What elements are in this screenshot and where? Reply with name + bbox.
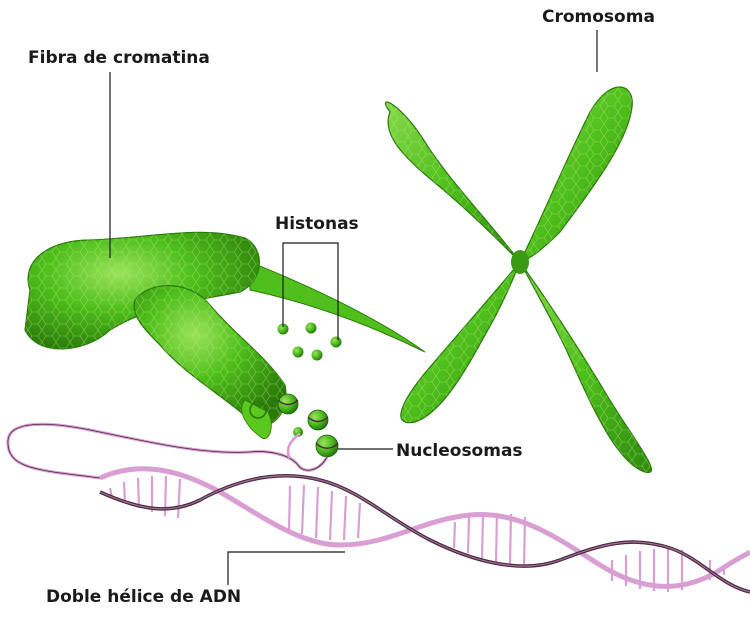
chromosome (385, 87, 651, 472)
dna-strand-a (100, 469, 750, 587)
chromosome-arm-lower-left (401, 262, 520, 423)
label-chromatin-fiber: Fibra de cromatina (28, 48, 210, 68)
chromosome-arm-lower-right (520, 262, 651, 472)
centromere (511, 250, 529, 274)
histone-bead (306, 323, 317, 334)
histone-bead (293, 347, 304, 358)
chromosome-arm-upper-right (520, 87, 632, 262)
histone-bead (331, 337, 342, 348)
chromosome-arm-upper-left (385, 102, 520, 262)
histone-bead (312, 350, 323, 361)
label-histones: Histonas (275, 214, 359, 234)
label-chromosome: Cromosoma (542, 7, 655, 27)
nucleosome (278, 394, 298, 414)
label-dna-double-helix: Doble hélice de ADN (46, 587, 241, 607)
chromatin-fiber (25, 232, 425, 438)
leader-adn (228, 552, 345, 585)
nucleosome (308, 410, 328, 430)
label-nucleosomes: Nucleosomas (396, 441, 523, 461)
dna-double-helix (100, 469, 750, 592)
nucleosome (316, 435, 338, 457)
dna-strand-b (100, 476, 750, 592)
